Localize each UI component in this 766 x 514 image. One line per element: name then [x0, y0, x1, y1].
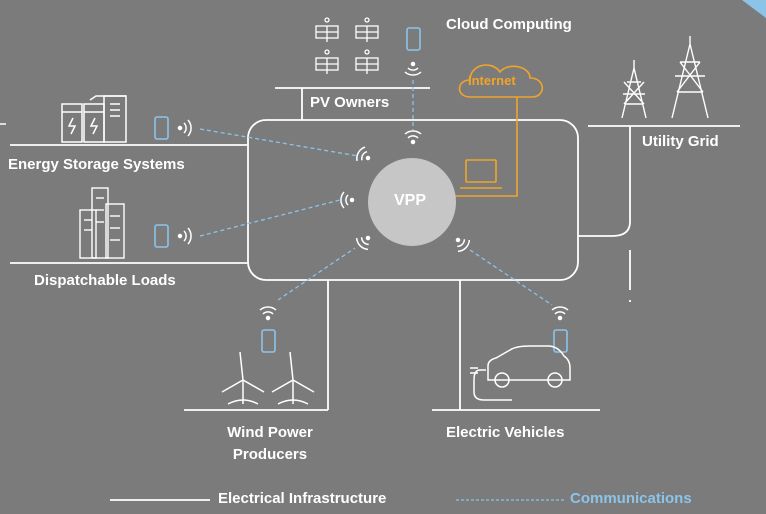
wifi-icon [259, 306, 277, 321]
electrical-lines [10, 87, 740, 411]
wifi-icons [177, 61, 569, 321]
legend-electrical-label: Electrical Infrastructure [218, 490, 387, 507]
wifi-icon [355, 235, 371, 251]
wind-turbine-icon [221, 351, 265, 405]
wifi-icon [551, 306, 569, 321]
wind-turbine-icons [221, 351, 315, 405]
phone-icons [154, 27, 568, 353]
buildings-icon [79, 187, 125, 259]
phone-icon [154, 224, 169, 248]
solar-panel-icon [315, 49, 339, 74]
battery-storage-icon [61, 95, 127, 143]
cloud-computing-label: Cloud Computing [446, 16, 572, 33]
solar-panel-icon [355, 17, 379, 42]
transmission-tower-icons [621, 36, 709, 119]
vpp-circle [368, 158, 456, 246]
transmission-tower-icon [621, 60, 647, 119]
solar-panel-icons [315, 17, 379, 74]
electric-vehicles-label: Electric Vehicles [446, 424, 565, 441]
dispatchable-loads-label: Dispatchable Loads [34, 272, 176, 289]
phone-icon [261, 329, 276, 353]
wifi-icon [404, 130, 422, 145]
wind-turbine-icon [271, 351, 315, 405]
phone-icon [154, 116, 169, 140]
energy-storage-label: Energy Storage Systems [8, 156, 185, 173]
laptop-icon [460, 159, 502, 189]
wifi-icon [177, 227, 192, 245]
solar-panel-icon [355, 49, 379, 74]
legend-communications-label: Communications [570, 490, 692, 507]
wind-power-label-line1: Wind Power [227, 424, 313, 441]
corner-accent [742, 0, 766, 18]
phone-icon [406, 27, 421, 51]
internet-label: Internet [468, 73, 516, 88]
pv-owners-label: PV Owners [310, 94, 390, 111]
utility-grid-label: Utility Grid [642, 133, 719, 150]
vpp-label: VPP [394, 192, 427, 209]
internet-link [447, 97, 518, 206]
wifi-icon [404, 61, 422, 76]
wifi-icon [356, 146, 371, 162]
wifi-icon [177, 119, 192, 137]
solar-panel-icon [315, 17, 339, 42]
communication-links [199, 80, 553, 306]
vpp-bus [247, 119, 579, 281]
transmission-tower-icon [671, 36, 709, 119]
wifi-icon [340, 191, 355, 209]
cloud-icon [458, 64, 544, 98]
wifi-icon [455, 237, 471, 253]
electric-car-icon [470, 345, 571, 401]
wind-power-label-line2: Producers [232, 446, 308, 463]
